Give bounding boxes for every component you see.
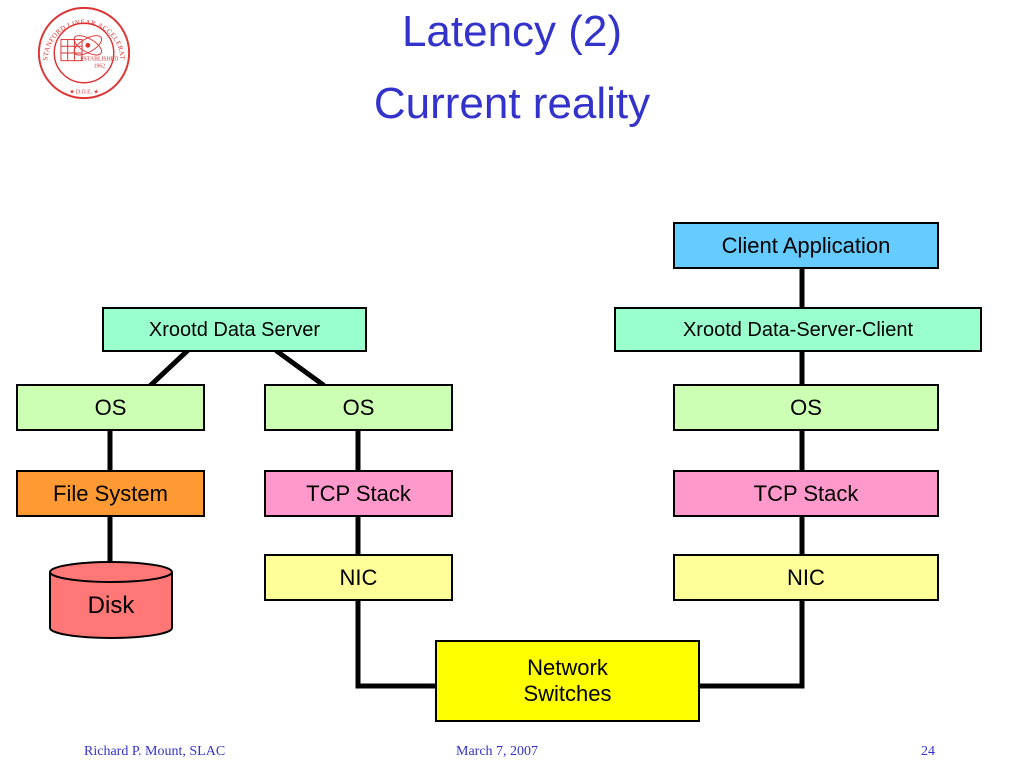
server-os-left-box: OS <box>16 384 205 431</box>
client-nic-box: NIC <box>673 554 939 601</box>
footer-date: March 7, 2007 <box>456 744 539 759</box>
client-tcp-stack-box: TCP Stack <box>673 470 939 517</box>
slide-title-line1: Latency (2) <box>401 7 623 56</box>
slac-logo: STANFORD LINEAR ACCELERATOR CENTER ★ D.O… <box>36 5 131 100</box>
server-nic-box: NIC <box>264 554 453 601</box>
svg-text:★ D.O.E. ★: ★ D.O.E. ★ <box>69 88 98 95</box>
server-tcp-stack-box: TCP Stack <box>264 470 453 517</box>
footer-author: Richard P. Mount, SLAC <box>84 744 226 759</box>
svg-text:1962: 1962 <box>94 63 106 69</box>
xrootd-data-server-box: Xrootd Data Server <box>102 307 367 352</box>
network-switches-line2: Switches <box>523 681 612 706</box>
xrootd-client-box: Xrootd Data-Server-Client <box>614 307 982 352</box>
disk-cylinder-icon <box>49 561 173 639</box>
network-switches-box: Network Switches <box>435 640 700 722</box>
server-os-right-box: OS <box>264 384 453 431</box>
file-system-box: File System <box>16 470 205 517</box>
network-switches-line1: Network <box>527 655 608 680</box>
slide-title-line2: Current reality <box>373 79 651 128</box>
footer-page-number: 24 <box>921 744 935 759</box>
client-application-box: Client Application <box>673 222 939 269</box>
client-os-box: OS <box>673 384 939 431</box>
disk-label: Disk <box>87 592 135 619</box>
svg-text:ESTABLISHED: ESTABLISHED <box>80 57 118 63</box>
